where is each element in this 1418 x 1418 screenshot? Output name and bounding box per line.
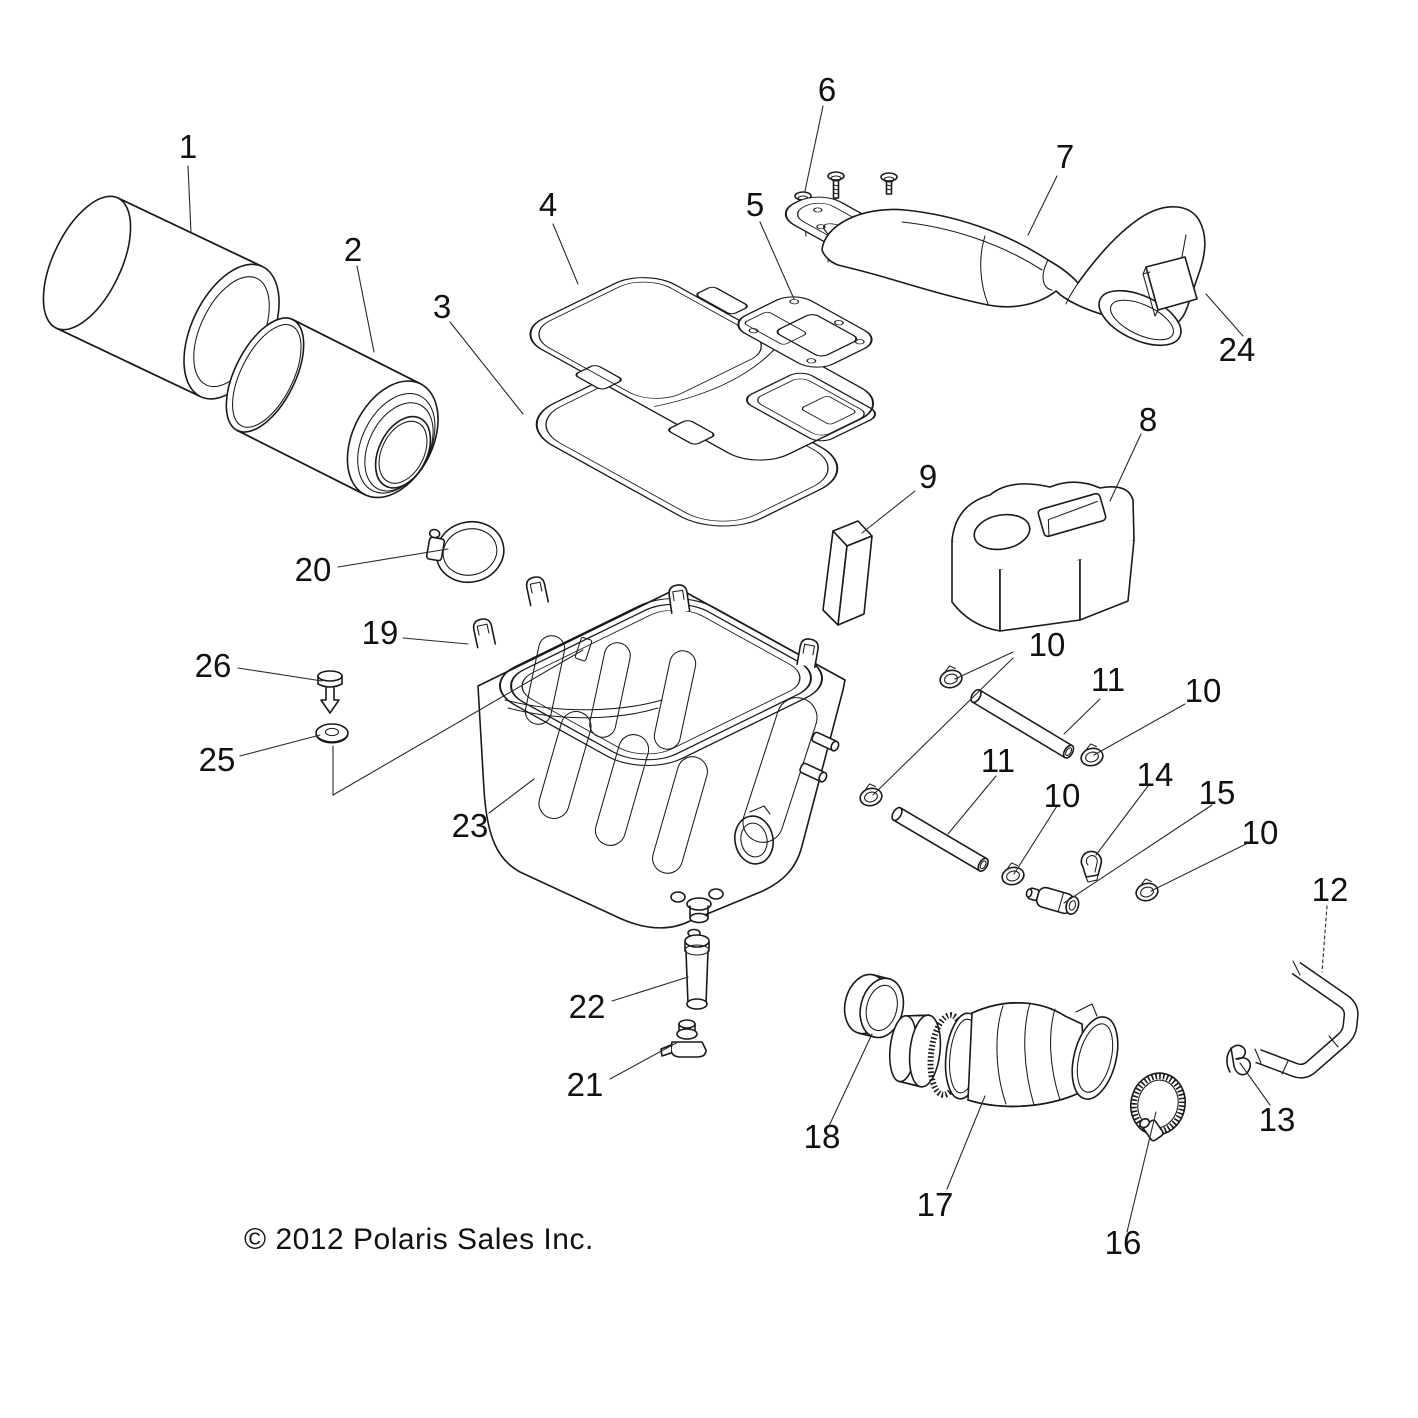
callout-4: 4 xyxy=(539,186,557,223)
callout-11a: 11 xyxy=(1091,661,1125,698)
callout-23: 23 xyxy=(452,807,489,844)
callout-16: 16 xyxy=(1105,1224,1142,1261)
callout-25: 25 xyxy=(199,741,236,778)
callout-10d: 10 xyxy=(1242,814,1279,851)
callout-3: 3 xyxy=(433,288,451,325)
callout-10a: 10 xyxy=(1029,626,1066,663)
callout-10b: 10 xyxy=(1185,672,1222,709)
part-filter-element-drawing xyxy=(225,317,439,499)
callout-5: 5 xyxy=(746,186,764,223)
callout-2: 2 xyxy=(344,231,362,268)
part-duct-pad-drawing xyxy=(1142,256,1198,317)
part-foam-block-drawing xyxy=(951,481,1135,632)
part-airbox-lid-drawing xyxy=(529,277,877,461)
callout-18: 18 xyxy=(804,1118,841,1155)
part-clamp-20-drawing xyxy=(425,520,505,584)
callout-labels: 1 2 3 4 5 6 7 8 9 10 11 10 11 10 14 15 1… xyxy=(179,71,1349,1261)
callout-20: 20 xyxy=(295,551,332,588)
callout-9: 9 xyxy=(919,458,937,495)
part-rivet-drawing xyxy=(317,670,343,714)
part-airbox-body-drawing xyxy=(472,576,846,929)
part-clamp-16-drawing xyxy=(1130,1072,1186,1142)
callout-6: 6 xyxy=(818,71,836,108)
callout-14: 14 xyxy=(1137,756,1174,793)
part-washer-drawing xyxy=(315,723,349,744)
part-bent-hose-drawing xyxy=(1254,960,1359,1079)
part-clamps-10-drawing xyxy=(859,665,1159,902)
part-drain-fitting-drawing xyxy=(660,1019,707,1058)
callout-8: 8 xyxy=(1139,401,1157,438)
copyright-text: © 2012 Polaris Sales Inc. xyxy=(244,1223,594,1256)
part-seal-ring-drawing xyxy=(843,973,905,1039)
part-foam-strip-drawing xyxy=(822,520,873,626)
callout-13: 13 xyxy=(1259,1101,1296,1138)
callout-12: 12 xyxy=(1312,871,1349,908)
callout-26: 26 xyxy=(195,647,232,684)
callout-17: 17 xyxy=(917,1186,954,1223)
callout-11b: 11 xyxy=(981,742,1015,779)
part-intake-plate-drawing xyxy=(737,296,873,368)
part-drain-tube-drawing xyxy=(684,928,710,1010)
part-clip-clamp-drawing xyxy=(1080,850,1103,883)
callout-24: 24 xyxy=(1219,331,1256,368)
part-fitting-drawing xyxy=(1025,886,1080,916)
callout-19: 19 xyxy=(362,614,399,651)
part-retaining-clip-drawing xyxy=(1226,1044,1252,1076)
part-intake-boot-drawing xyxy=(888,1002,1119,1108)
part-vent-tubes-drawing xyxy=(891,688,1075,872)
callout-10c: 10 xyxy=(1044,777,1081,814)
callout-22: 22 xyxy=(569,988,606,1025)
callout-15: 15 xyxy=(1199,774,1236,811)
leader-lines xyxy=(187,105,1328,1233)
callout-21: 21 xyxy=(567,1066,604,1103)
callout-7: 7 xyxy=(1056,138,1074,175)
callout-1: 1 xyxy=(179,128,197,165)
